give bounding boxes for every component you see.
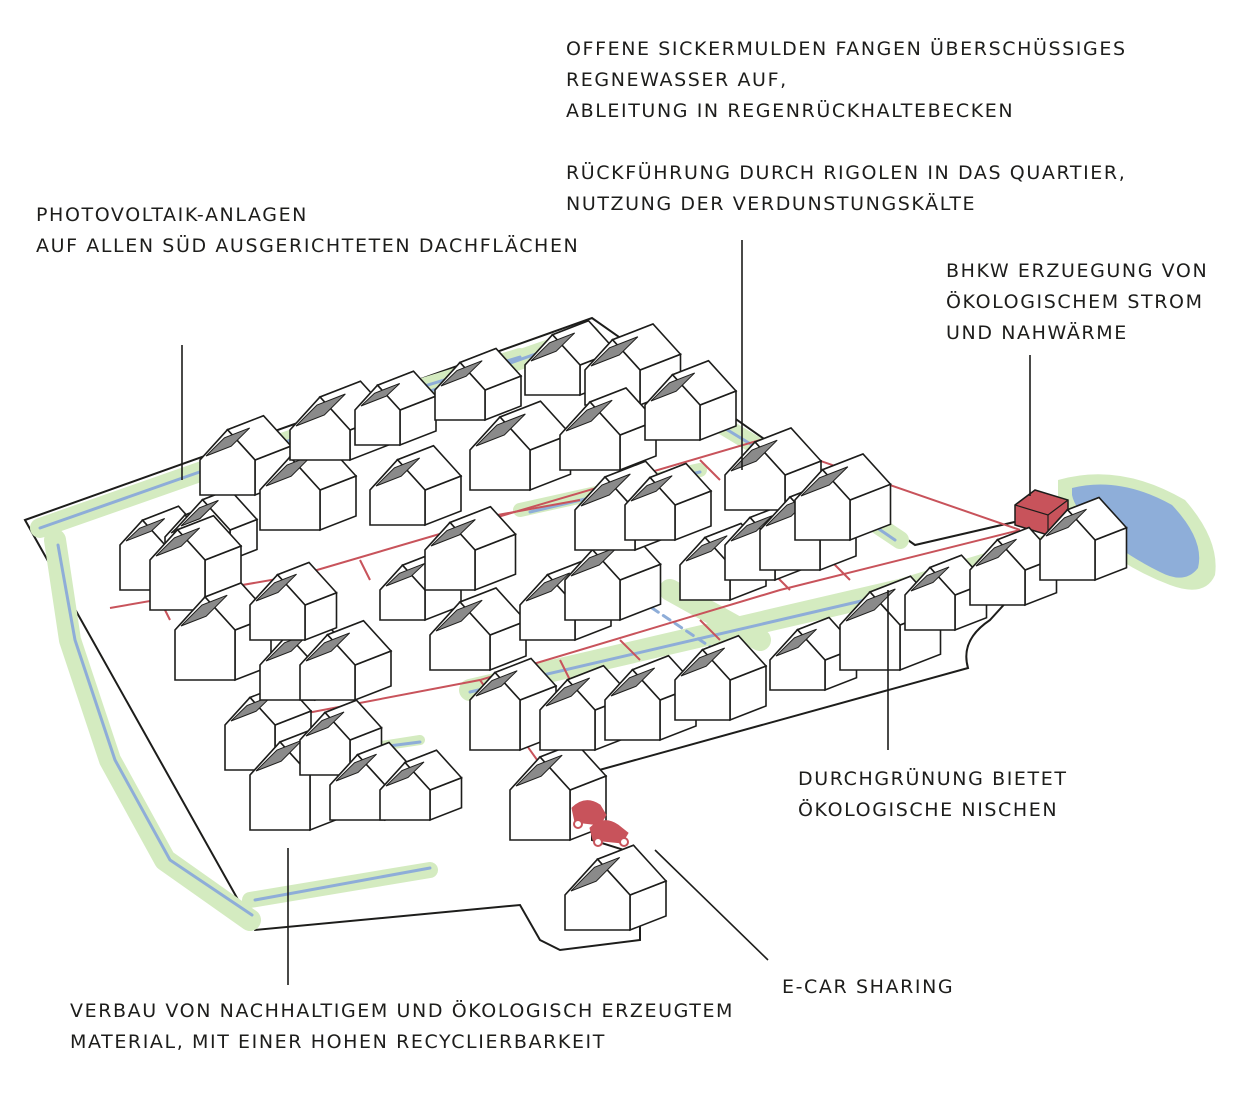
annotation-bhkw: BHKW ERZUEGUNG VON ÖKOLOGISCHEM STROM UN… xyxy=(946,256,1208,349)
annotation-verbau: VERBAU VON NACHHALTIGEM UND ÖKOLOGISCH E… xyxy=(70,996,734,1058)
annotation-line: RÜCKFÜHRUNG DURCH RIGOLEN IN DAS QUARTIE… xyxy=(566,158,1126,189)
annotation-line: BHKW ERZUEGUNG VON xyxy=(946,256,1208,287)
annotation-line: PHOTOVOLTAIK-ANLAGEN xyxy=(36,200,579,231)
annotation-ecar: E-CAR SHARING xyxy=(782,972,954,1003)
annotation-line: E-CAR SHARING xyxy=(782,972,954,1003)
house xyxy=(355,371,436,445)
annotation-line: ÖKOLOGISCHEM STROM xyxy=(946,287,1208,318)
annotation-rigolen: RÜCKFÜHRUNG DURCH RIGOLEN IN DAS QUARTIE… xyxy=(566,158,1126,220)
annotation-line: OFFENE SICKERMULDEN FANGEN ÜBERSCHÜSSIGE… xyxy=(566,34,1127,65)
annotation-line: ÖKOLOGISCHE NISCHEN xyxy=(798,795,1068,826)
annotation-line: MATERIAL, MIT EINER HOHEN RECYCLIERBARKE… xyxy=(70,1027,734,1058)
annotation-photovoltaik: PHOTOVOLTAIK-ANLAGEN AUF ALLEN SÜD AUSGE… xyxy=(36,200,579,262)
annotation-line: AUF ALLEN SÜD AUSGERICHTETEN DACHFLÄCHEN xyxy=(36,231,579,262)
annotation-sickermulden: OFFENE SICKERMULDEN FANGEN ÜBERSCHÜSSIGE… xyxy=(566,34,1127,127)
annotation-line: ABLEITUNG IN REGENRÜCKHALTEBECKEN xyxy=(566,96,1127,127)
annotation-line: NUTZUNG DER VERDUNSTUNGSKÄLTE xyxy=(566,189,1126,220)
annotation-line: DURCHGRÜNUNG BIETET xyxy=(798,764,1068,795)
annotation-durchgruenung: DURCHGRÜNUNG BIETET ÖKOLOGISCHE NISCHEN xyxy=(798,764,1068,826)
annotation-line: REGNEWASSER AUF, xyxy=(566,65,1127,96)
annotation-line: UND NAHWÄRME xyxy=(946,318,1208,349)
annotation-line: VERBAU VON NACHHALTIGEM UND ÖKOLOGISCH E… xyxy=(70,996,734,1027)
